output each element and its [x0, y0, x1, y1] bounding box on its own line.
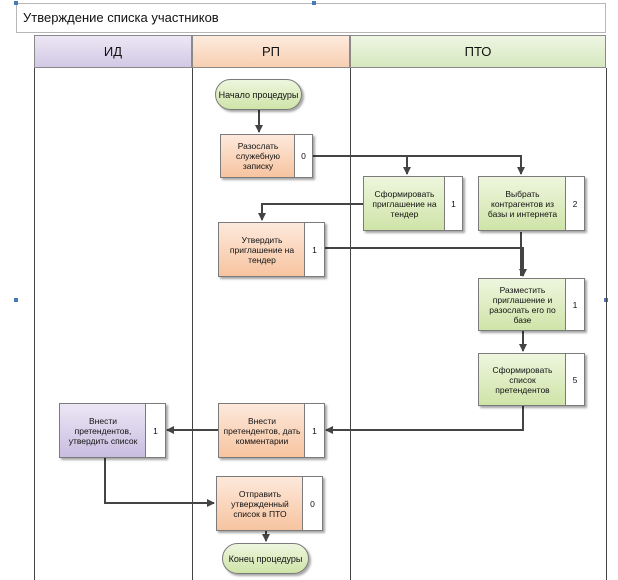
step-post-invitation[interactable]: Разместить приглашение и разослать его п… [478, 278, 585, 331]
step-label: Выбрать контрагентов из базы и интернета [487, 188, 558, 219]
lane-label: РП [261, 44, 280, 59]
step-label: Внести претендентов, утвердить список [68, 415, 138, 446]
start-label: Начало процедуры [218, 89, 299, 100]
end-terminator[interactable]: Конец процедуры [222, 543, 309, 574]
lane-header-rp: РП [192, 35, 350, 68]
connector-approve-post [325, 247, 527, 277]
step-send-memo[interactable]: Разослать служебную записку 0 [220, 134, 313, 178]
resize-handle[interactable] [312, 1, 316, 5]
connector-memo-form [313, 155, 411, 175]
step-form-list[interactable]: Сформировать список претендентов 5 [478, 353, 585, 406]
step-number: 5 [565, 354, 584, 405]
step-number: 2 [565, 177, 584, 230]
step-number: 1 [304, 223, 324, 276]
step-number: 0 [294, 135, 312, 177]
step-number: 1 [565, 279, 584, 330]
title-box[interactable]: Утверждение списка участников [16, 3, 606, 33]
step-approve-invitation[interactable]: Утвердить приглашение на тендер 1 [218, 222, 325, 277]
resize-handle[interactable] [14, 298, 18, 302]
step-enter-comment[interactable]: Внести претендентов, дать комментарии 1 [218, 403, 325, 458]
step-label: Разместить приглашение и разослать его п… [489, 284, 556, 325]
step-number: 1 [145, 404, 165, 457]
step-enter-approve-list[interactable]: Внести претендентов, утвердить список 1 [59, 403, 166, 458]
lane-divider [192, 68, 193, 580]
end-label: Конец процедуры [228, 553, 303, 564]
connector-form-approve [258, 203, 363, 221]
step-form-invitation[interactable]: Сформировать приглашение на тендер 1 [363, 176, 463, 231]
lane-divider [34, 68, 35, 580]
lane-header-pto: ПТО [350, 35, 606, 68]
step-label: Внести претендентов, дать комментарии [223, 415, 301, 446]
connector-list-comment [325, 406, 524, 434]
connector-memo-select [407, 155, 525, 175]
step-label: Утвердить приглашение на тендер [229, 234, 295, 265]
lane-header-id: ИД [34, 35, 192, 68]
step-number: 1 [304, 404, 324, 457]
connector-approve-send [104, 458, 215, 507]
step-number: 0 [302, 477, 322, 530]
resize-handle[interactable] [14, 1, 18, 5]
step-label: Разослать служебную записку [235, 141, 281, 171]
lane-label: ПТО [464, 44, 492, 59]
lane-label: ИД [103, 44, 123, 59]
step-select-contractors[interactable]: Выбрать контрагентов из базы и интернета… [478, 176, 585, 231]
step-label: Сформировать список претендентов [492, 364, 553, 395]
diagram-title: Утверждение списка участников [23, 10, 219, 25]
step-label: Сформировать приглашение на тендер [372, 188, 437, 219]
step-number: 1 [444, 177, 462, 230]
start-terminator[interactable]: Начало процедуры [215, 79, 302, 110]
step-send-to-pto[interactable]: Отправить утвержденный список в ПТО 0 [216, 476, 323, 531]
lane-divider [606, 68, 607, 580]
step-label: Отправить утвержденный список в ПТО [231, 488, 289, 519]
lane-divider [350, 68, 351, 580]
